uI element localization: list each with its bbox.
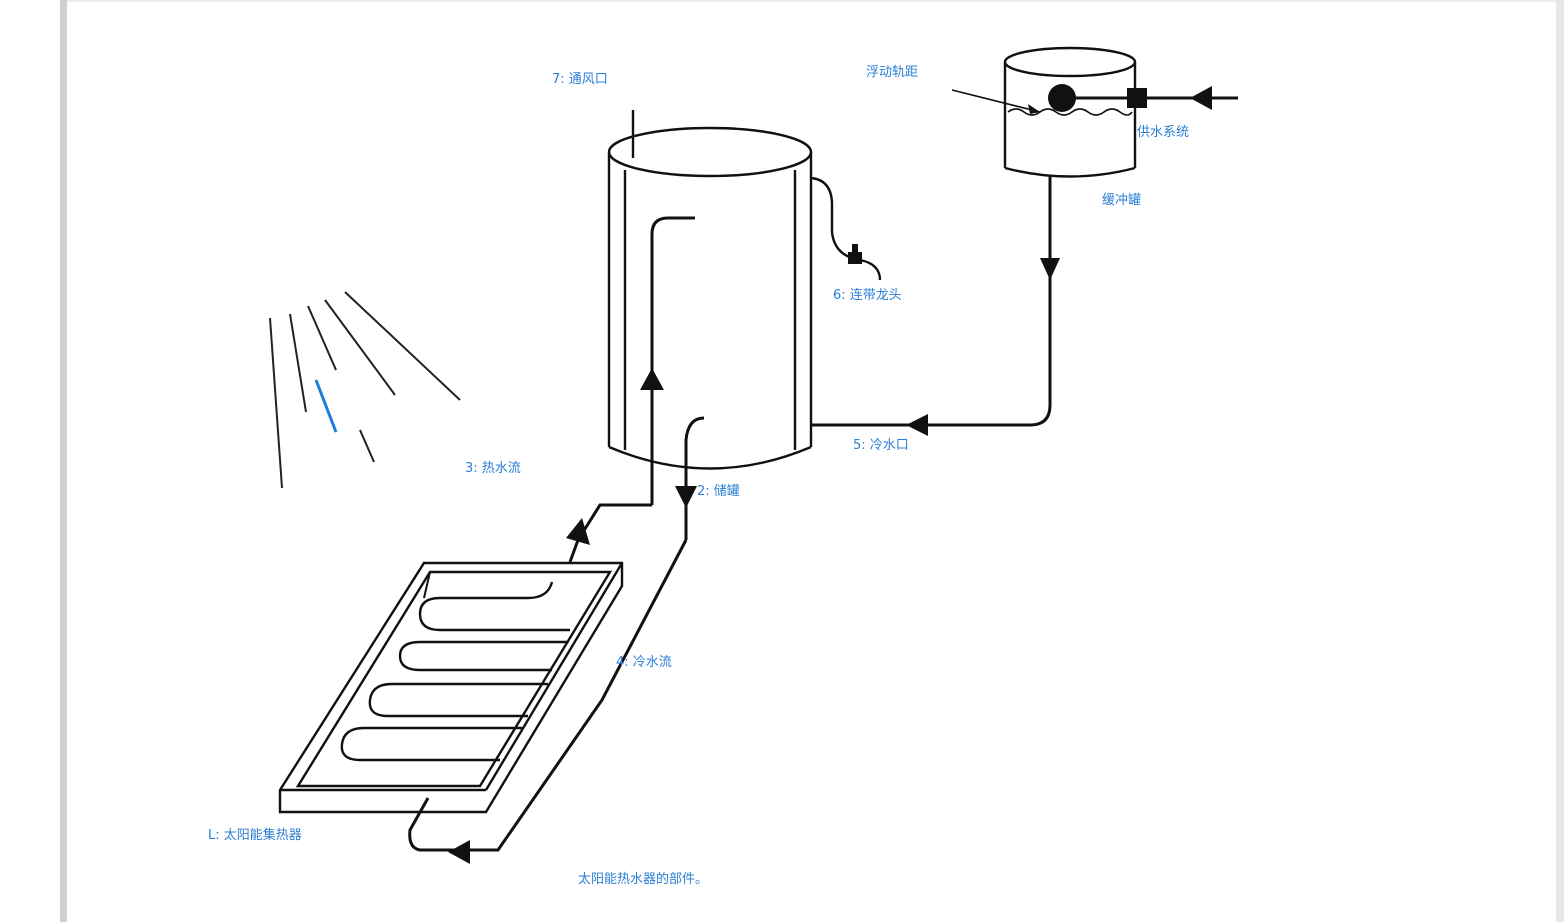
right-border bbox=[1556, 0, 1564, 922]
cold-inlet-pipe bbox=[811, 176, 1052, 427]
cold-inlet-label: 5: 冷水口 bbox=[853, 438, 909, 453]
internal-pipes bbox=[650, 216, 705, 540]
collector-tube bbox=[340, 581, 570, 762]
buffer-tank bbox=[1003, 46, 1137, 178]
left-margin bbox=[0, 0, 60, 922]
cold-flow-arrow bbox=[448, 840, 470, 864]
left-border bbox=[60, 0, 67, 922]
hot-flow-arrow bbox=[566, 518, 590, 545]
cold-flow-pipe bbox=[408, 539, 688, 852]
hot-flow-label: 3: 热水流 bbox=[465, 461, 521, 476]
highlighted-ray bbox=[314, 379, 338, 433]
storage-tank-label: 2: 储罐 bbox=[697, 484, 740, 499]
vent-label: 7: 通风口 bbox=[552, 72, 608, 87]
supply-valve bbox=[1127, 88, 1147, 108]
storage-tank bbox=[607, 110, 813, 470]
faucet bbox=[810, 176, 882, 281]
cold-inlet-arrow bbox=[906, 414, 928, 436]
faucet-valve bbox=[848, 252, 862, 264]
cold-flow-arrow-tank bbox=[675, 486, 697, 508]
float-pointer bbox=[951, 89, 1041, 113]
sun-rays bbox=[269, 291, 461, 489]
water-supply-label: 供水系统 bbox=[1137, 125, 1190, 140]
solar-collector bbox=[278, 561, 624, 814]
diagram-caption: 太阳能热水器的部件。 bbox=[578, 872, 709, 887]
buffer-tank-label: 缓冲罐 bbox=[1102, 193, 1142, 208]
top-border bbox=[67, 0, 1556, 2]
hot-flow-arrow-tank bbox=[640, 368, 664, 390]
cold-flow-label: 4: 冷水流 bbox=[616, 655, 672, 670]
hot-flow-pipe bbox=[568, 503, 652, 563]
supply-arrow bbox=[1190, 86, 1212, 110]
buffer-down-arrow bbox=[1040, 258, 1060, 280]
float-valve-label: 浮动轨距 bbox=[866, 65, 919, 80]
collector-label: L: 太阳能集热器 bbox=[208, 828, 302, 843]
faucet-label: 6: 连带龙头 bbox=[833, 288, 902, 303]
